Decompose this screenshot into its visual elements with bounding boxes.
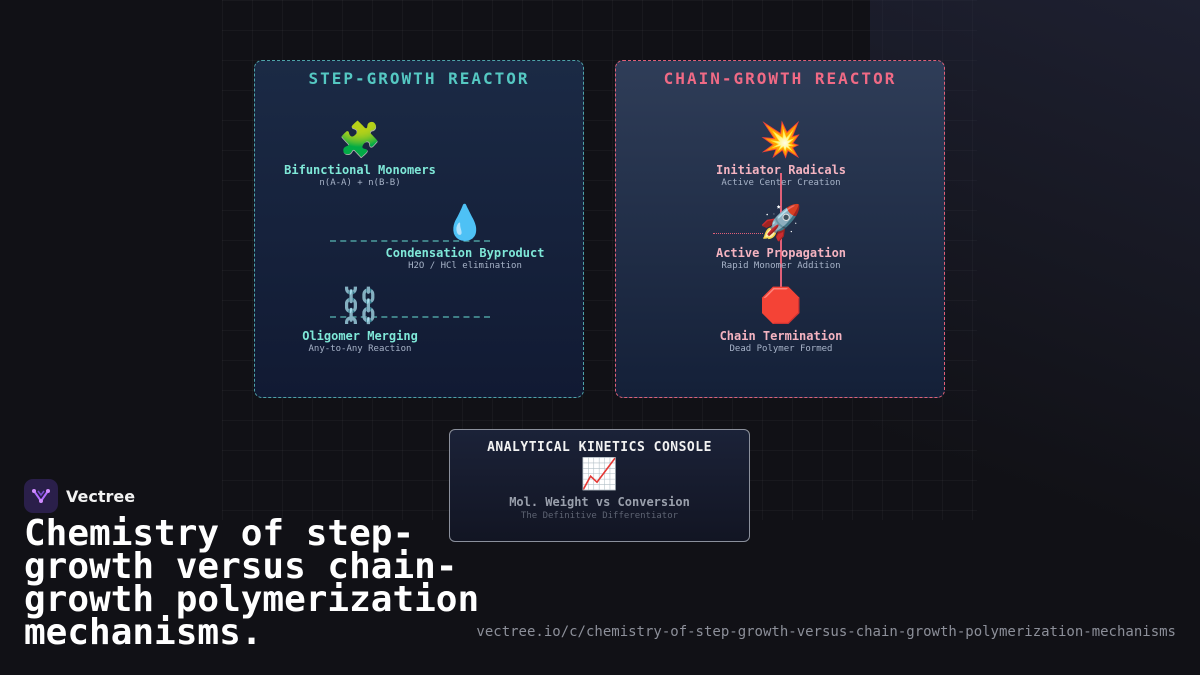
- explosion-icon: 💥: [759, 120, 803, 160]
- step-growth-reactor-title: STEP-GROWTH REACTOR: [308, 69, 530, 88]
- step-node-label: Oligomer Merging: [302, 329, 418, 343]
- brand-name: Vectree: [66, 486, 136, 506]
- chain-node-termination: 🛑 Chain Termination Dead Polymer Formed: [681, 287, 881, 354]
- console-title: ANALYTICAL KINETICS CONSOLE: [487, 440, 712, 455]
- step-growth-reactor-panel: STEP-GROWTH REACTOR 🧩 Bifunctional Monom…: [254, 60, 584, 398]
- kinetics-console-panel: ANALYTICAL KINETICS CONSOLE 📈 Mol. Weigh…: [449, 429, 750, 542]
- chain-node-label: Initiator Radicals: [715, 163, 847, 177]
- chain-growth-reactor-title: CHAIN-GROWTH REACTOR: [663, 69, 897, 88]
- step-node-label: Condensation Byproduct: [385, 246, 545, 260]
- chain-node-sublabel: Rapid Monomer Addition: [721, 261, 841, 271]
- step-node-sublabel: H2O / HCl elimination: [408, 261, 522, 271]
- step-node-monomers: 🧩 Bifunctional Monomers n(A-A) + n(B-B): [260, 121, 460, 188]
- chain-growth-reactor-panel: CHAIN-GROWTH REACTOR 💥 Initiator Radical…: [615, 60, 945, 398]
- water-drop-icon: 💧: [443, 203, 487, 243]
- step-node-sublabel: Any-to-Any Reaction: [308, 344, 412, 354]
- step-connector-upper: [330, 240, 490, 242]
- chain-links-icon: ⛓️: [338, 286, 382, 326]
- step-node-sublabel: n(A-A) + n(B-B): [319, 178, 401, 188]
- source-url[interactable]: vectree.io/c/chemistry-of-step-growth-ve…: [476, 624, 1176, 640]
- console-label: Mol. Weight vs Conversion: [509, 495, 690, 509]
- chart-increasing-icon: 📈: [580, 457, 619, 492]
- vectree-logo-icon: [24, 479, 58, 513]
- console-sublabel: The Definitive Differentiator: [520, 511, 679, 521]
- page-title: Chemistry of step-growth versus chain-gr…: [24, 513, 480, 653]
- chain-node-label: Active Propagation: [715, 246, 847, 260]
- chain-node-initiator: 💥 Initiator Radicals Active Center Creat…: [681, 121, 881, 188]
- chain-node-label: Chain Termination: [719, 329, 843, 343]
- step-node-oligomer: ⛓️ Oligomer Merging Any-to-Any Reaction: [260, 287, 460, 354]
- brand: Vectree: [24, 479, 135, 513]
- puzzle-piece-icon: 🧩: [338, 120, 382, 160]
- rocket-icon: 🚀: [759, 203, 803, 243]
- step-node-label: Bifunctional Monomers: [284, 163, 436, 177]
- chain-connector-line: [780, 173, 782, 291]
- chain-node-sublabel: Dead Polymer Formed: [729, 344, 833, 354]
- stop-sign-icon: 🛑: [759, 286, 803, 326]
- chain-node-propagation: 🚀 Active Propagation Rapid Monomer Addit…: [681, 204, 881, 271]
- step-connector-lower: [330, 316, 490, 318]
- chain-node-sublabel: Active Center Creation: [721, 178, 841, 188]
- chain-connector-dotted: [713, 233, 763, 234]
- step-node-byproduct: 💧 Condensation Byproduct H2O / HCl elimi…: [365, 204, 565, 271]
